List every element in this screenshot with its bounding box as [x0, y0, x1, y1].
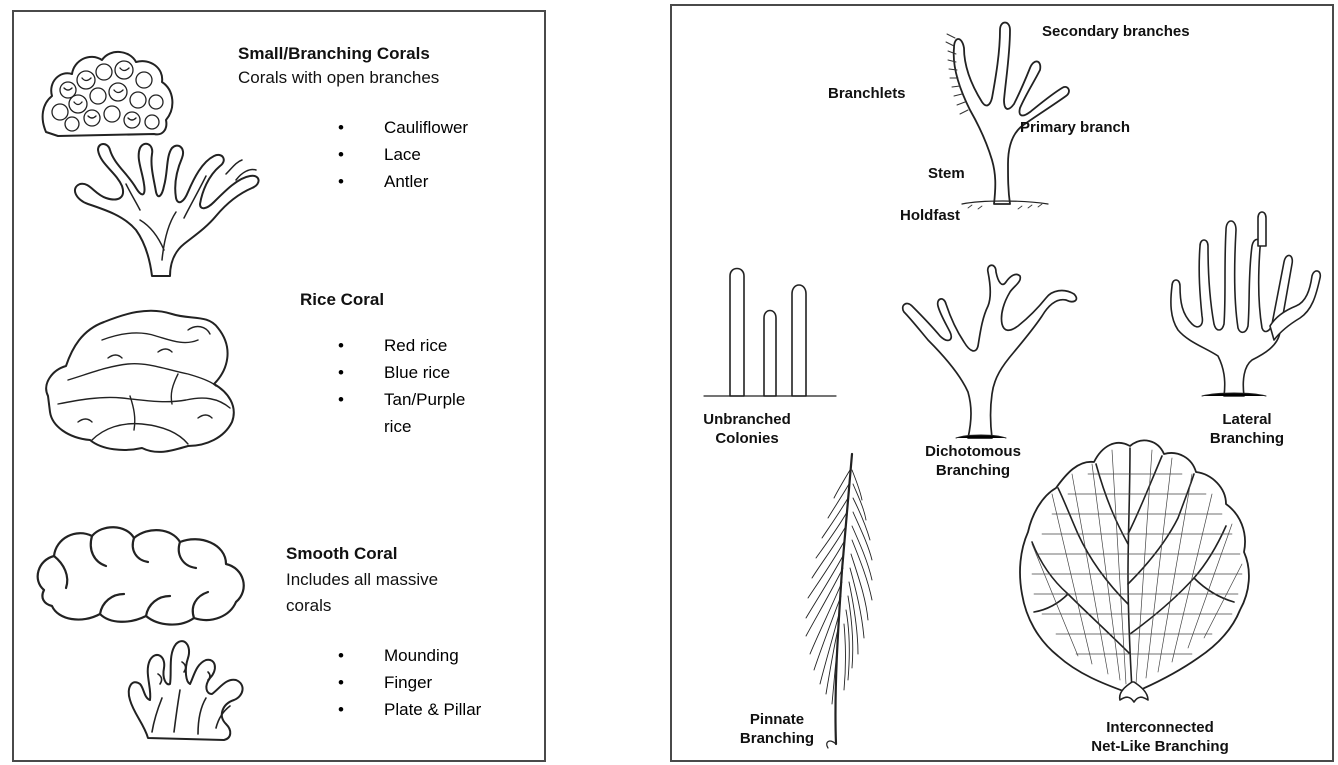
- list-item: Plate & Pillar: [338, 696, 481, 723]
- rice-coral-list: Red rice Blue rice Tan/Purple rice: [338, 332, 498, 440]
- branching-forms-panel: Secondary branches Branchlets Primary br…: [670, 4, 1334, 762]
- list-item: Blue rice: [338, 359, 498, 386]
- list-item: Red rice: [338, 332, 498, 359]
- antler-coral-icon: [66, 140, 266, 280]
- branching-corals-title: Small/Branching Corals: [238, 44, 430, 64]
- coral-types-panel: Small/Branching Corals Corals with open …: [12, 10, 546, 762]
- branching-coral-list: Cauliflower Lace Antler: [338, 114, 468, 195]
- list-item: Cauliflower: [338, 114, 468, 141]
- label-stem: Stem: [928, 164, 965, 183]
- branching-corals-subtitle: Corals with open branches: [238, 67, 439, 89]
- pinnate-branching-icon: [776, 450, 886, 750]
- list-item: Tan/Purple rice: [338, 386, 474, 440]
- finger-coral-icon: [122, 628, 252, 743]
- list-item: Antler: [338, 168, 468, 195]
- dichotomous-branching-icon: [898, 262, 1098, 442]
- rice-coral-icon: [38, 300, 248, 460]
- smooth-coral-list: Mounding Finger Plate & Pillar: [338, 642, 481, 723]
- label-primary-branch: Primary branch: [1020, 118, 1130, 137]
- coral-anatomy-icon: [922, 14, 1072, 214]
- rice-coral-title: Rice Coral: [300, 290, 384, 310]
- cauliflower-coral-icon: [38, 40, 178, 140]
- lateral-branching-icon: [1162, 206, 1322, 406]
- mounding-coral-icon: [30, 520, 255, 630]
- list-item: Mounding: [338, 642, 481, 669]
- unbranched-colony-icon: [700, 262, 840, 402]
- list-item: Lace: [338, 141, 468, 168]
- label-holdfast: Holdfast: [900, 206, 960, 225]
- smooth-coral-title: Smooth Coral: [286, 544, 397, 564]
- label-secondary-branches: Secondary branches: [1042, 22, 1190, 41]
- list-item: Finger: [338, 669, 481, 696]
- smooth-coral-subtitle: Includes all massive corals: [286, 567, 486, 619]
- net-branching-icon: [1012, 434, 1262, 706]
- label-branchlets: Branchlets: [828, 84, 906, 103]
